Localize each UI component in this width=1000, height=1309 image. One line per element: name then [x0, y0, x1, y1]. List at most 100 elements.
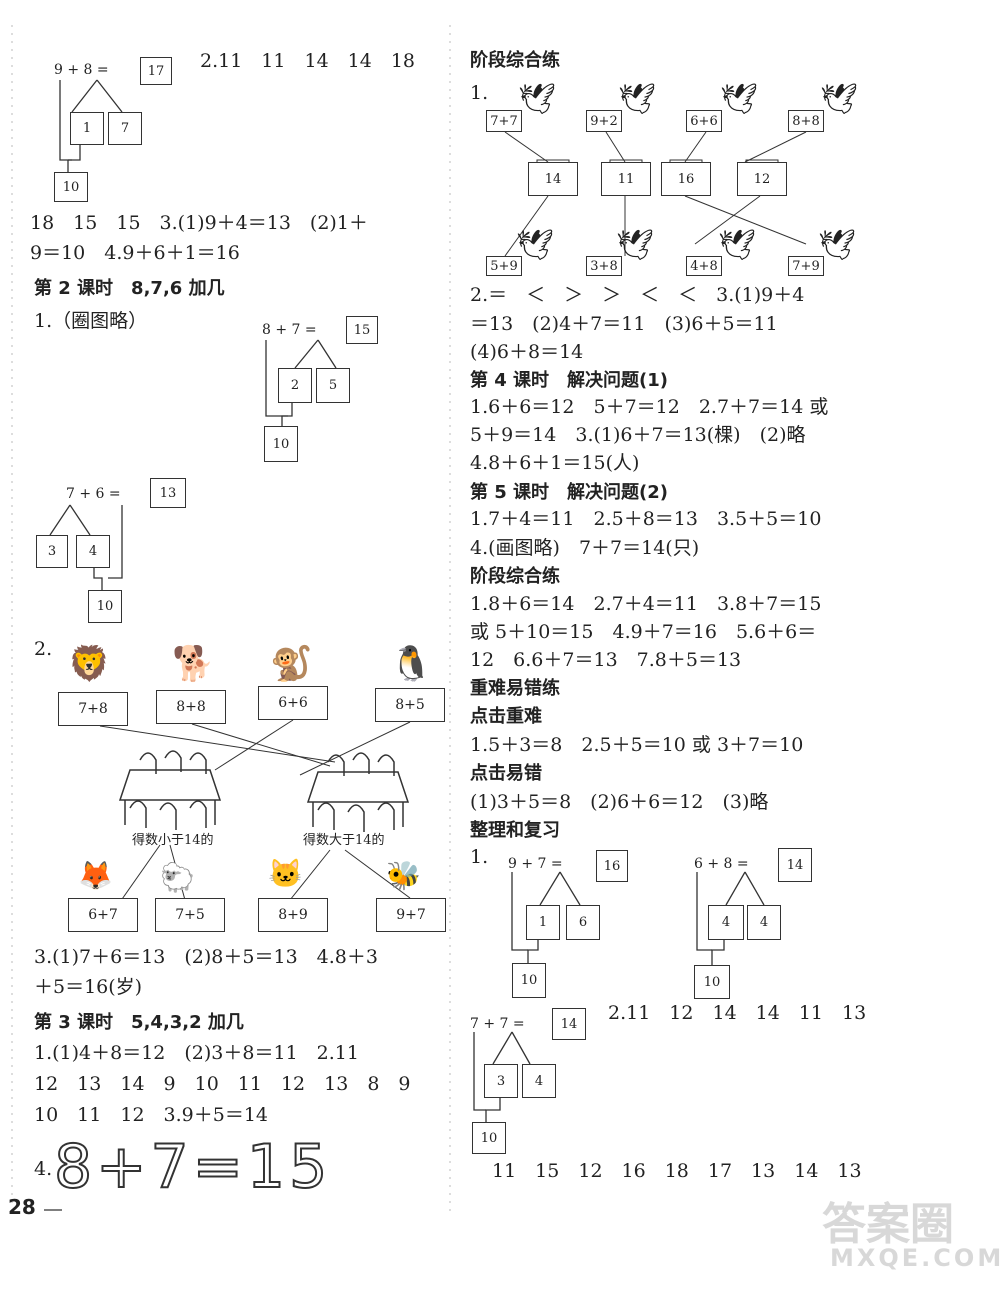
- bird-card: 6+6: [686, 110, 722, 132]
- animal-card: 6+6: [258, 686, 328, 720]
- equation: 6 + 8 =: [694, 856, 749, 872]
- split-box-a: 3: [484, 1064, 518, 1098]
- bird-card: 3+8: [586, 256, 622, 276]
- monkey-icon: 🐒: [270, 644, 313, 684]
- section-heading: 重难易错练: [470, 678, 560, 699]
- result-box: 15: [346, 316, 378, 344]
- equation: 9 + 7 =: [508, 856, 563, 872]
- table-label: 得数小于14的: [132, 833, 214, 848]
- bird-card: 5+9: [486, 256, 522, 276]
- section-heading: 整理和复习: [470, 820, 560, 841]
- answer-line: 9＝10 4.9＋6＋1＝16: [30, 242, 240, 264]
- animal-card: 8+8: [156, 690, 226, 724]
- mailbox: 14: [528, 162, 578, 196]
- ten-box: 10: [264, 426, 298, 462]
- lesson-heading: 第 3 课时 5,4,3,2 加几: [34, 1012, 244, 1033]
- split-box-b: 5: [316, 368, 350, 403]
- watermark-url: MXQE.COM: [830, 1244, 1000, 1272]
- ten-box: 10: [88, 590, 122, 623]
- split-box-a: 1: [526, 905, 560, 940]
- ten-box: 10: [54, 172, 88, 202]
- mailbox: 11: [601, 162, 651, 196]
- answer-line: 1.8＋6＝14 2.7＋4＝11 3.8＋7＝15: [470, 593, 822, 615]
- pigeon-icon: 🕊: [616, 228, 655, 263]
- answer-line: 1.6＋6＝12 5＋7＝12 2.7＋7＝14 或: [470, 396, 829, 418]
- answer-line: 2.＝ ＜ ＞ ＞ ＜ ＜ 3.(1)9＋4: [470, 284, 805, 306]
- answer-line: 2.11 11 14 14 18: [200, 50, 416, 72]
- sheep-icon: 🐑: [160, 861, 195, 894]
- split-box-a: 2: [278, 368, 312, 403]
- animal-card: 6+7: [68, 898, 138, 932]
- animal-card: 9+7: [376, 898, 446, 932]
- bird-card: 4+8: [686, 256, 722, 276]
- answer-line: 2.11 12 14 14 11 13: [608, 1002, 867, 1024]
- fox-icon: 🦊: [78, 859, 113, 892]
- result-box: 14: [778, 848, 812, 882]
- animal-card: 8+5: [375, 688, 445, 722]
- answer-line: 18 15 15 3.(1)9＋4＝13 (2)1＋: [30, 212, 368, 234]
- table-left-icon: [118, 750, 222, 830]
- dog-icon: 🐕: [172, 644, 215, 684]
- result-box: 17: [140, 57, 172, 85]
- answer-line: 1.: [470, 82, 489, 104]
- animal-card: 7+8: [58, 692, 128, 726]
- section-heading: 阶段综合练: [470, 566, 560, 587]
- section-heading: 点击重难: [470, 706, 542, 727]
- equation: 8 + 7 =: [262, 322, 317, 338]
- matchstick-equation: 8+7=15: [53, 1131, 332, 1203]
- answer-line: 或 5＋10＝15 4.9＋7＝16 5.6＋6＝: [470, 621, 817, 643]
- pigeon-icon: 🕊: [618, 82, 657, 117]
- answer-line: (4)6＋8＝14: [470, 341, 584, 363]
- answer-line: 1.7＋4＝11 2.5＋8＝13 3.5＋5＝10: [470, 508, 822, 530]
- bird-card: 7+9: [788, 256, 824, 276]
- bird-card: 9+2: [586, 110, 622, 132]
- result-box: 16: [596, 850, 628, 882]
- ten-box: 10: [512, 963, 546, 998]
- split-box-b: 7: [108, 112, 142, 145]
- pigeon-icon: 🕊: [518, 82, 557, 117]
- result-box: 13: [150, 478, 186, 508]
- pigeon-icon: 🕊: [720, 82, 759, 117]
- answer-line: 2.: [34, 638, 53, 660]
- answer-line: 1.5＋3＝8 2.5＋5＝10 或 3＋7＝10: [470, 734, 804, 756]
- equation: 7 + 6 =: [66, 486, 121, 502]
- answer-line: 1.: [470, 846, 489, 868]
- split-box-b: 4: [76, 535, 110, 568]
- equation: 9 + 8 =: [54, 62, 109, 78]
- watermark-logo: 答案圈: [822, 1199, 954, 1250]
- section-heading: 点击易错: [470, 763, 542, 784]
- pigeon-icon: 🕊: [516, 228, 555, 263]
- split-box-b: 6: [566, 905, 600, 940]
- answer-line: 12 13 14 9 10 11 12 13 8 9: [34, 1073, 411, 1095]
- ten-box: 10: [472, 1122, 506, 1154]
- lesson-heading: 第 2 课时 8,7,6 加几: [34, 278, 225, 299]
- cat-icon: 🐱: [268, 857, 303, 890]
- answer-line: 4.8＋6＋1＝15(人): [470, 452, 640, 474]
- lesson-heading: 第 5 课时 解决问题(2): [470, 482, 669, 503]
- result-box: 14: [552, 1008, 586, 1040]
- table-label: 得数大于14的: [303, 833, 385, 848]
- section-heading: 阶段综合练: [470, 50, 560, 71]
- bird-card: 7+7: [486, 110, 522, 132]
- lesson-heading: 第 4 课时 解决问题(1): [470, 370, 669, 391]
- bird-card: 8+8: [788, 110, 824, 132]
- answer-line: ＝13 (2)4＋7＝11 (3)6＋5＝11: [470, 313, 778, 335]
- lion-icon: 🦁: [68, 644, 111, 684]
- pigeon-icon: 🕊: [818, 228, 857, 263]
- pigeon-icon: 🕊: [820, 82, 859, 117]
- split-box-b: 4: [747, 905, 781, 940]
- answer-line: 11 15 12 16 18 17 13 14 13: [492, 1160, 862, 1182]
- split-box-a: 4: [708, 905, 744, 940]
- answer-line: 4.: [34, 1158, 53, 1180]
- mailbox: 12: [737, 162, 787, 196]
- table-right-icon: [306, 752, 410, 832]
- answer-line: 5＋9＝14 3.(1)6＋7＝13(棵) (2)略: [470, 424, 806, 446]
